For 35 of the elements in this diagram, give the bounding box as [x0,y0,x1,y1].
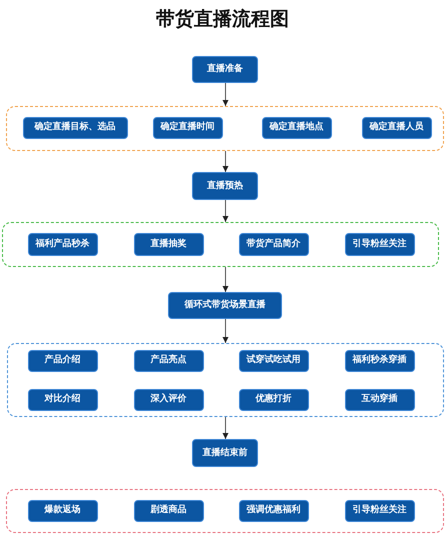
process-box: 福利产品秒杀 [28,232,98,256]
process-box: 剧透商品 [134,500,204,522]
process-box: 福利秒杀穿插 [344,350,414,372]
process-box: 优惠打折 [238,388,308,410]
process-box: 直播结束前 [192,439,258,467]
process-box: 直播抽奖 [134,232,204,256]
arrow [222,150,228,172]
process-box: 引导粉丝关注 [344,500,414,522]
dashed-group-frame [2,222,439,267]
dashed-group-frame [6,489,444,533]
process-box: 产品亮点 [134,350,204,372]
process-box: 确定直播时间 [152,116,222,138]
process-box: 引导粉丝关注 [344,232,414,256]
process-box: 直播准备 [192,56,258,83]
arrow [222,82,228,106]
dashed-group-frame [7,343,444,417]
process-box: 深入评价 [134,388,204,410]
process-box: 试穿试吃试用 [238,350,308,372]
process-box: 产品介绍 [28,350,98,372]
process-box: 确定直播地点 [262,116,332,138]
process-box: 强调优惠福利 [238,500,308,522]
title: 带货直播流程图 [155,7,290,32]
arrow [222,266,228,292]
process-box: 确定直播目标、选品 [22,116,128,138]
process-box: 互动穿插 [344,388,414,410]
dashed-group-frame [6,106,444,151]
process-box: 直播预热 [192,172,258,200]
arrow [222,416,228,440]
process-box: 对比介绍 [28,388,98,410]
process-box: 循环式带货场景直播 [168,292,282,319]
process-box: 确定直播人员 [362,116,432,138]
process-box: 爆款返场 [28,500,98,522]
arrow [222,200,228,222]
arrow [222,318,228,344]
process-box: 带货产品简介 [238,232,308,256]
